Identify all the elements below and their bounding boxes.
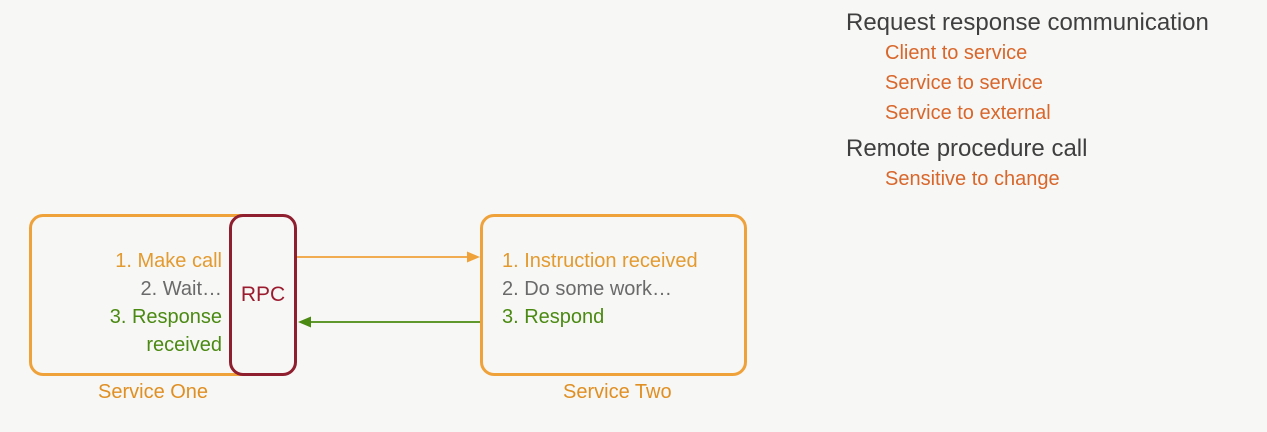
service-two-step-respond: 3. Respond — [502, 306, 605, 328]
note-item-client-to-service: Client to service — [885, 42, 1028, 64]
rpc-box: RPC — [229, 214, 297, 376]
service-one-step-received: received — [146, 334, 222, 356]
service-one-step-wait: 2. Wait… — [140, 278, 223, 300]
notes-panel: Request response communication Client to… — [846, 8, 1258, 194]
note-heading-request-response: Request response communication — [846, 9, 1209, 36]
service-two-step-work: 2. Do some work… — [502, 278, 673, 300]
rpc-label: RPC — [240, 283, 286, 306]
service-two-caption: Service Two — [563, 381, 672, 403]
arrow-left-icon — [298, 316, 480, 328]
service-two-steps: 1. Instruction received 2. Do some work…… — [502, 247, 698, 331]
service-one-step-make-call: 1. Make call — [115, 250, 222, 272]
service-one-step-response: 3. Response — [109, 306, 222, 328]
service-one-caption: Service One — [98, 381, 209, 403]
note-heading-remote-procedure-call: Remote procedure call — [846, 135, 1088, 162]
arrow-right-icon — [297, 251, 480, 263]
service-two-box — [480, 214, 747, 376]
note-item-sensitive-to-change: Sensitive to change — [885, 168, 1060, 190]
service-one-steps: 1. Make call 2. Wait… 3. Response receiv… — [110, 247, 222, 359]
note-item-service-to-service: Service to service — [885, 72, 1043, 94]
note-item-service-to-external: Service to external — [885, 102, 1051, 124]
service-two-step-instruction: 1. Instruction received — [502, 250, 698, 272]
